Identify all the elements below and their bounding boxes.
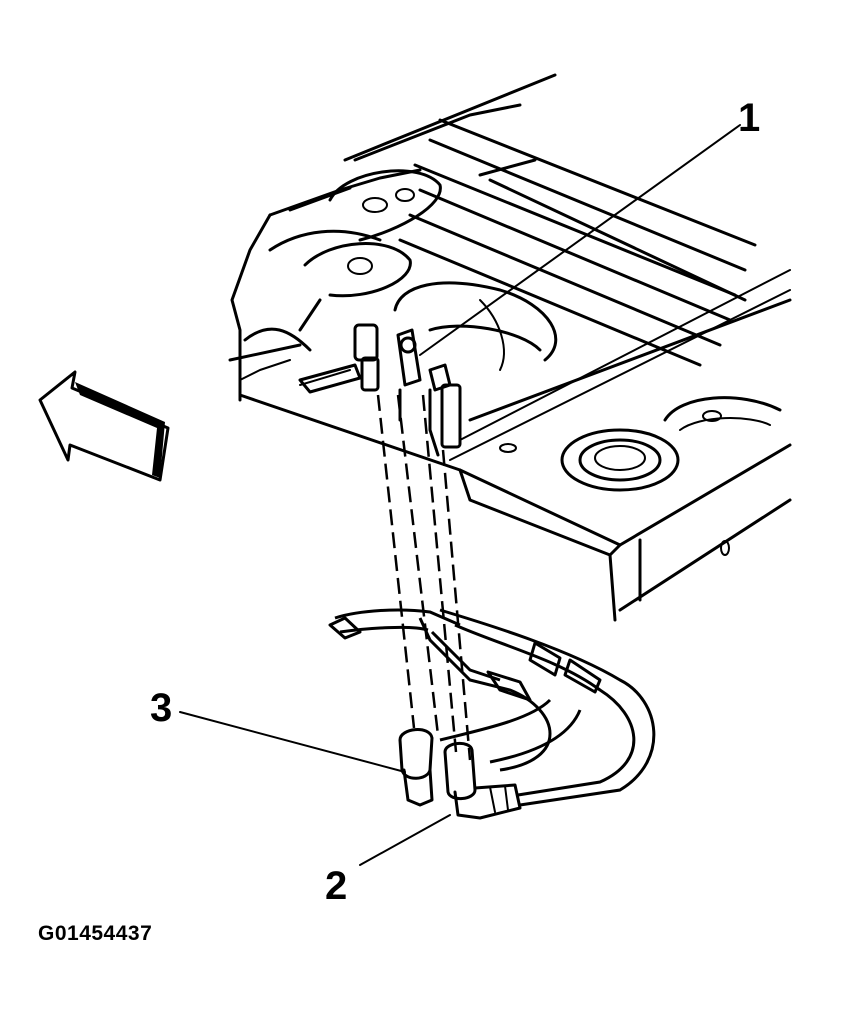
callout-leaders — [179, 124, 741, 866]
figure-id: G01454437 — [38, 922, 153, 945]
alignment-lines — [376, 394, 472, 761]
floor-pan — [228, 73, 792, 622]
callout-1: 1 — [738, 96, 761, 140]
fuel-hoses — [328, 608, 656, 807]
floor-connectors — [353, 323, 462, 457]
callout-3: 3 — [150, 686, 173, 730]
callout-2: 2 — [325, 864, 348, 908]
direction-arrow-icon — [38, 370, 170, 482]
quick-connect-fittings — [398, 728, 522, 820]
